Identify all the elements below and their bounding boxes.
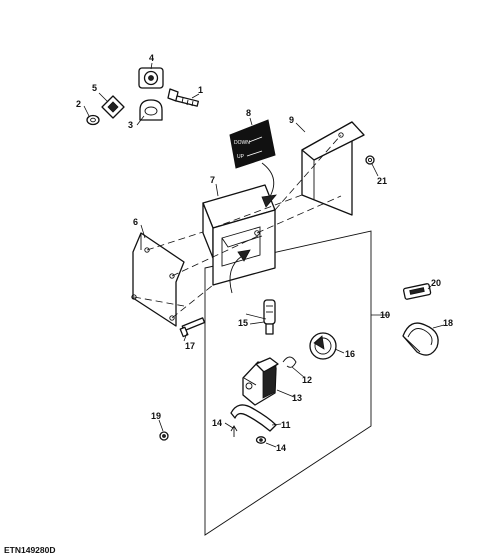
part-18-cable-tie — [402, 322, 439, 356]
callout-4: 4 — [149, 53, 154, 63]
part-15-handle — [263, 299, 276, 335]
decal-down-text: DOWN — [234, 140, 250, 146]
part-7-housing — [202, 184, 276, 286]
callout-12: 12 — [302, 375, 312, 385]
callout-17: 17 — [185, 341, 195, 351]
callout-11: 11 — [281, 420, 291, 430]
part-9-bracket — [301, 121, 365, 216]
leader-lines — [83, 62, 445, 448]
callout-8: 8 — [246, 108, 251, 118]
part-14-screw-b — [255, 436, 267, 444]
part-4-clamp — [138, 67, 164, 89]
callout-21: 21 — [377, 176, 387, 186]
part-21-nut — [365, 155, 375, 165]
callout-15: 15 — [238, 318, 248, 328]
callout-19: 19 — [151, 411, 161, 421]
subassembly-frame — [204, 230, 372, 536]
callout-10: 10 — [380, 310, 390, 320]
part-20-buckle — [402, 283, 432, 300]
part-16-knob — [309, 332, 337, 360]
part-12-pin — [282, 356, 297, 368]
part-17-bolt — [179, 317, 206, 338]
callout-7: 7 — [210, 175, 215, 185]
figure-code: ETN149280D — [4, 545, 56, 555]
alignment-lines — [133, 134, 342, 319]
callout-14-b: 14 — [276, 443, 286, 453]
callout-6: 6 — [133, 217, 138, 227]
decal-up-text: UP — [237, 154, 245, 160]
arrow-switch-to-housing — [229, 255, 243, 294]
part-6-cover-plate — [131, 232, 185, 327]
callout-16: 16 — [345, 349, 355, 359]
part-19-screw — [159, 431, 169, 441]
callout-1: 1 — [198, 85, 203, 95]
callout-14-a: 14 — [212, 418, 222, 428]
callout-2: 2 — [76, 99, 81, 109]
part-3-clip — [139, 99, 163, 121]
callout-20: 20 — [431, 278, 441, 288]
callout-18: 18 — [443, 318, 453, 328]
part-8-decal: DOWN UP — [229, 119, 276, 169]
part-2-nut — [86, 114, 100, 126]
callout-13: 13 — [292, 393, 302, 403]
part-1-bolt — [167, 88, 199, 107]
part-14-screw-a — [230, 425, 238, 437]
callout-5: 5 — [92, 83, 97, 93]
callout-9: 9 — [289, 115, 294, 125]
part-13-switch — [242, 357, 279, 406]
part-11-lever — [230, 404, 277, 432]
callout-3: 3 — [128, 120, 133, 130]
